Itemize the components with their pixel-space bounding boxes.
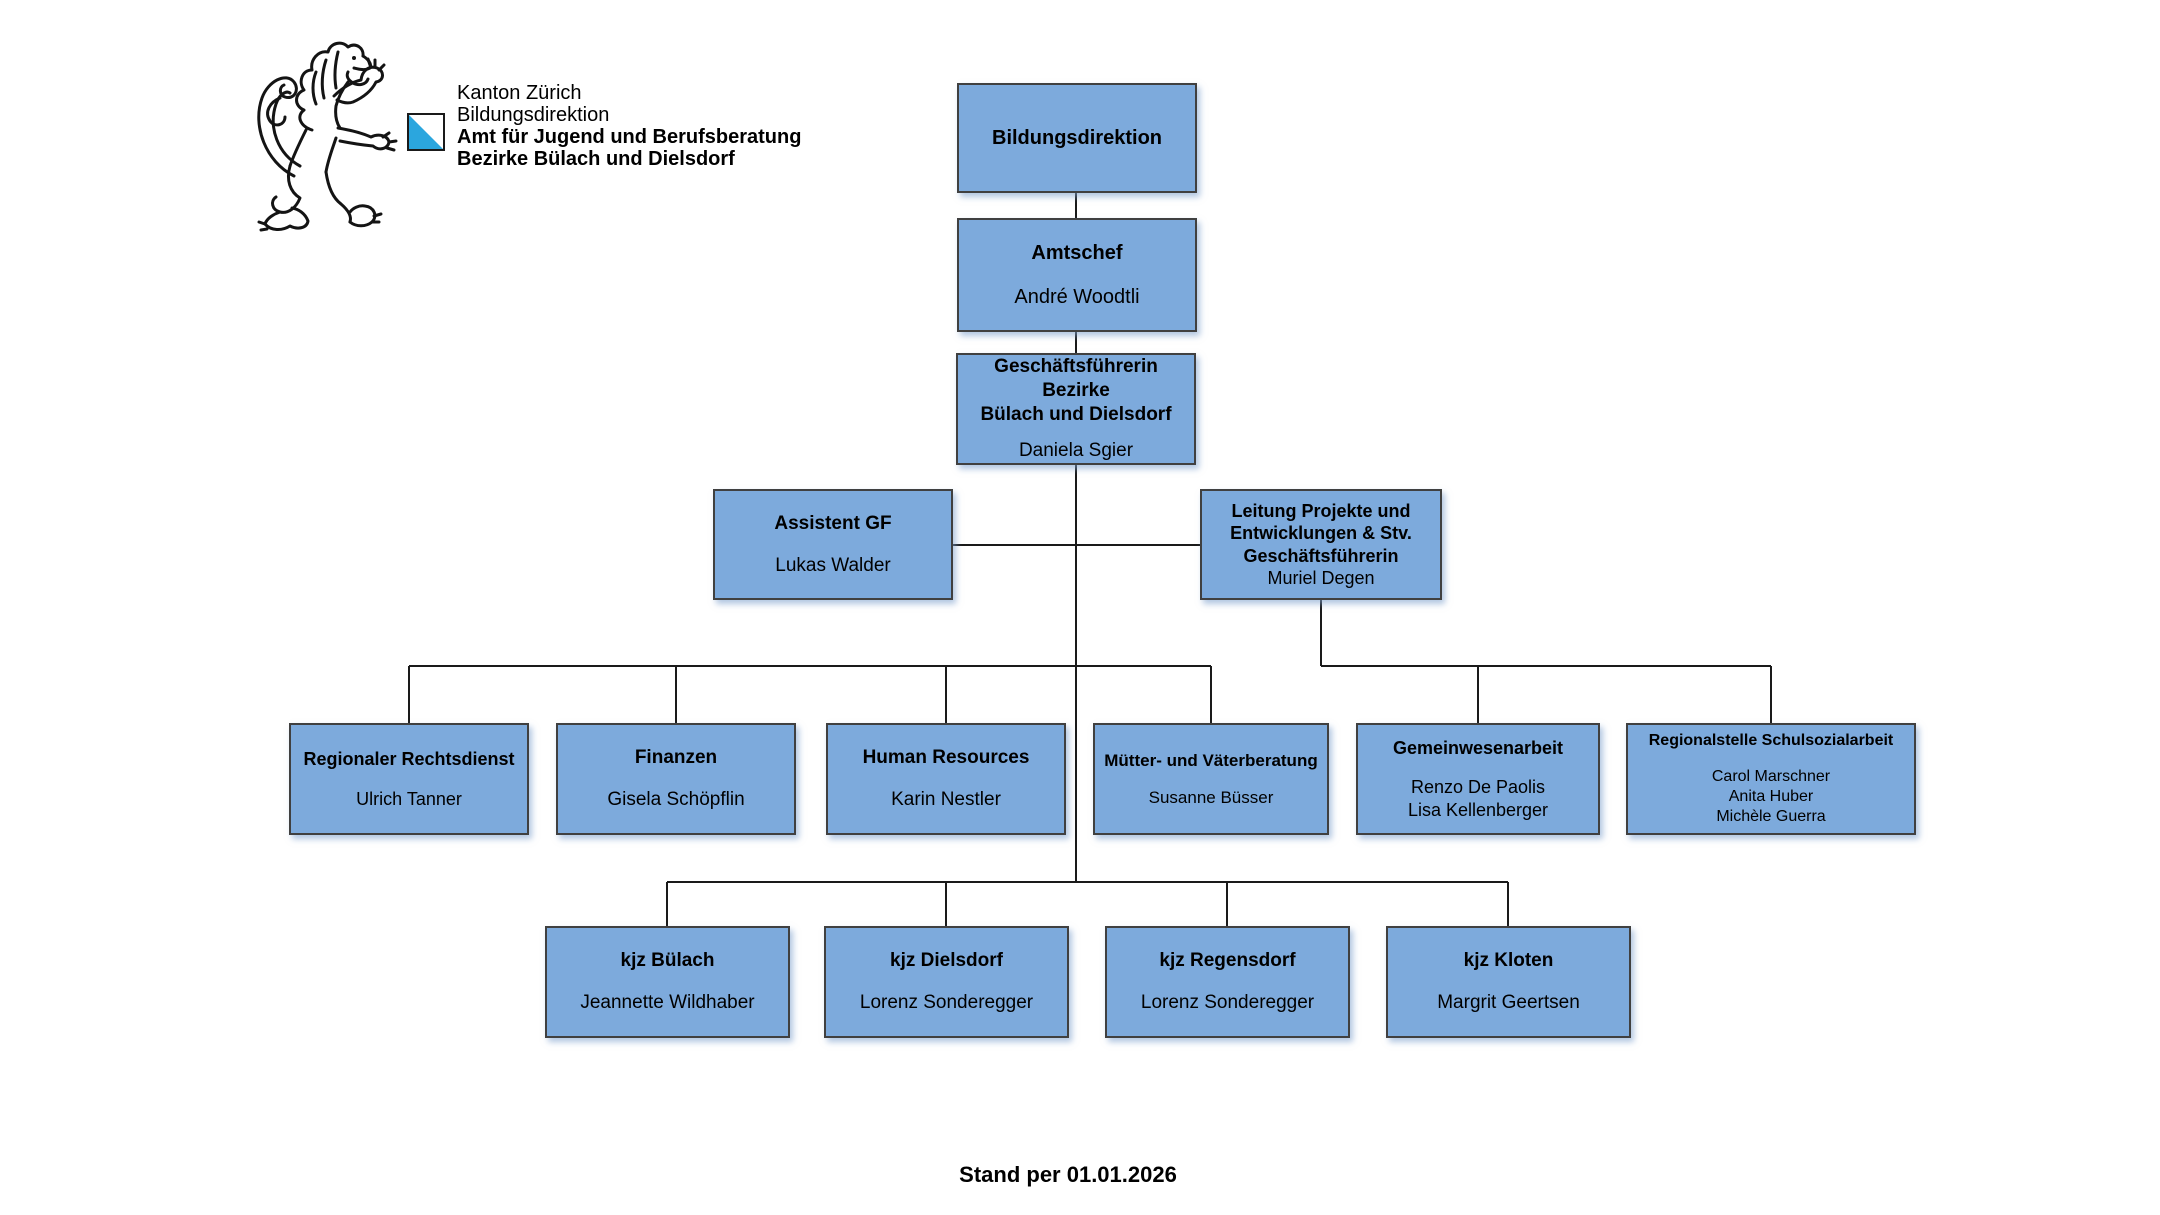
org-box-name-line: Michèle Guerra <box>1716 807 1826 825</box>
flag-blue-triangle <box>408 114 444 150</box>
org-box-title-line: Assistent GF <box>774 512 892 534</box>
org-box-name-line: Muriel Degen <box>1267 568 1375 588</box>
org-box-title-line: Finanzen <box>634 747 718 769</box>
org-box-name-line: Ulrich Tanner <box>356 788 462 809</box>
org-box-title-line: Geschäftsführerin Bezirke <box>994 356 1158 401</box>
org-box-title-line: Regionaler Rechtsdienst <box>303 748 515 769</box>
org-box-title-line: kjz Regensdorf <box>1159 950 1296 972</box>
org-box-name-line: Anita Huber <box>1728 787 1814 805</box>
org-box-title-line: Human Resources <box>862 747 1030 769</box>
org-box-title-line: Regionalstelle Schulsozialarbeit <box>1648 732 1894 750</box>
org-header-text: Kanton Zürich Bildungsdirektion Amt für … <box>457 82 801 170</box>
header-line-direktion: Bildungsdirektion <box>457 104 610 126</box>
org-box-name-line: Jeannette Wildhaber <box>580 992 755 1014</box>
org-box-bildungsdirektion: Bildungsdirektion <box>957 83 1197 193</box>
org-box-name-line: Carol Marschner <box>1711 767 1831 785</box>
org-box-title-line: kjz Dielsdorf <box>890 950 1003 972</box>
org-box-assistent-gf: Assistent GF Lukas Walder <box>713 489 953 600</box>
org-box-name-line: Lukas Walder <box>775 554 891 576</box>
org-box-title-line: kjz Kloten <box>1463 950 1554 972</box>
header-line-bezirke: Bezirke Bülach und Dielsdorf <box>457 148 735 170</box>
footer-status-date: Stand per 01.01.2026 <box>959 1162 1177 1187</box>
org-box-name-line: Lorenz Sonderegger <box>1140 992 1315 1014</box>
org-box-title-line: Bildungsdirektion <box>992 126 1162 149</box>
org-box-title-line: Amtschef <box>1031 241 1123 264</box>
org-box-name-line: Karin Nestler <box>891 789 1001 811</box>
org-box-name-line: Renzo De Paolis <box>1410 777 1546 798</box>
org-box-title-line: Geschäftsführerin <box>1243 545 1399 566</box>
org-box-title-line: Gemeinwesenarbeit <box>1392 737 1564 758</box>
org-box-title-line: kjz Bülach <box>620 950 715 972</box>
org-box-name-line: Margrit Geertsen <box>1437 992 1580 1014</box>
org-box-name-line: Daniela Sgier <box>1018 440 1134 462</box>
org-box-name-line: Lisa Kellenberger <box>1407 799 1549 820</box>
org-box-title-line: Leitung Projekte und <box>1231 500 1411 521</box>
header-line-kanton: Kanton Zürich <box>457 82 582 104</box>
org-box-name-line: Susanne Büsser <box>1148 788 1274 808</box>
org-box-title-line: Entwicklungen & Stv. <box>1230 523 1412 543</box>
org-box-name-line: André Woodtli <box>1014 285 1140 308</box>
org-box-title-line: Mütter- und Väterberatung <box>1104 750 1318 770</box>
header-line-amt: Amt für Jugend und Berufsberatung <box>457 126 802 148</box>
zurich-lion-logo-icon <box>257 41 398 232</box>
org-box-name-line: Lorenz Sonderegger <box>859 992 1034 1014</box>
org-box-title-line: Bülach und Dielsdorf <box>980 403 1172 425</box>
kanton-zurich-flag-icon <box>407 113 445 151</box>
org-box-name-line: Gisela Schöpflin <box>607 789 745 811</box>
lion-outline <box>257 41 398 232</box>
